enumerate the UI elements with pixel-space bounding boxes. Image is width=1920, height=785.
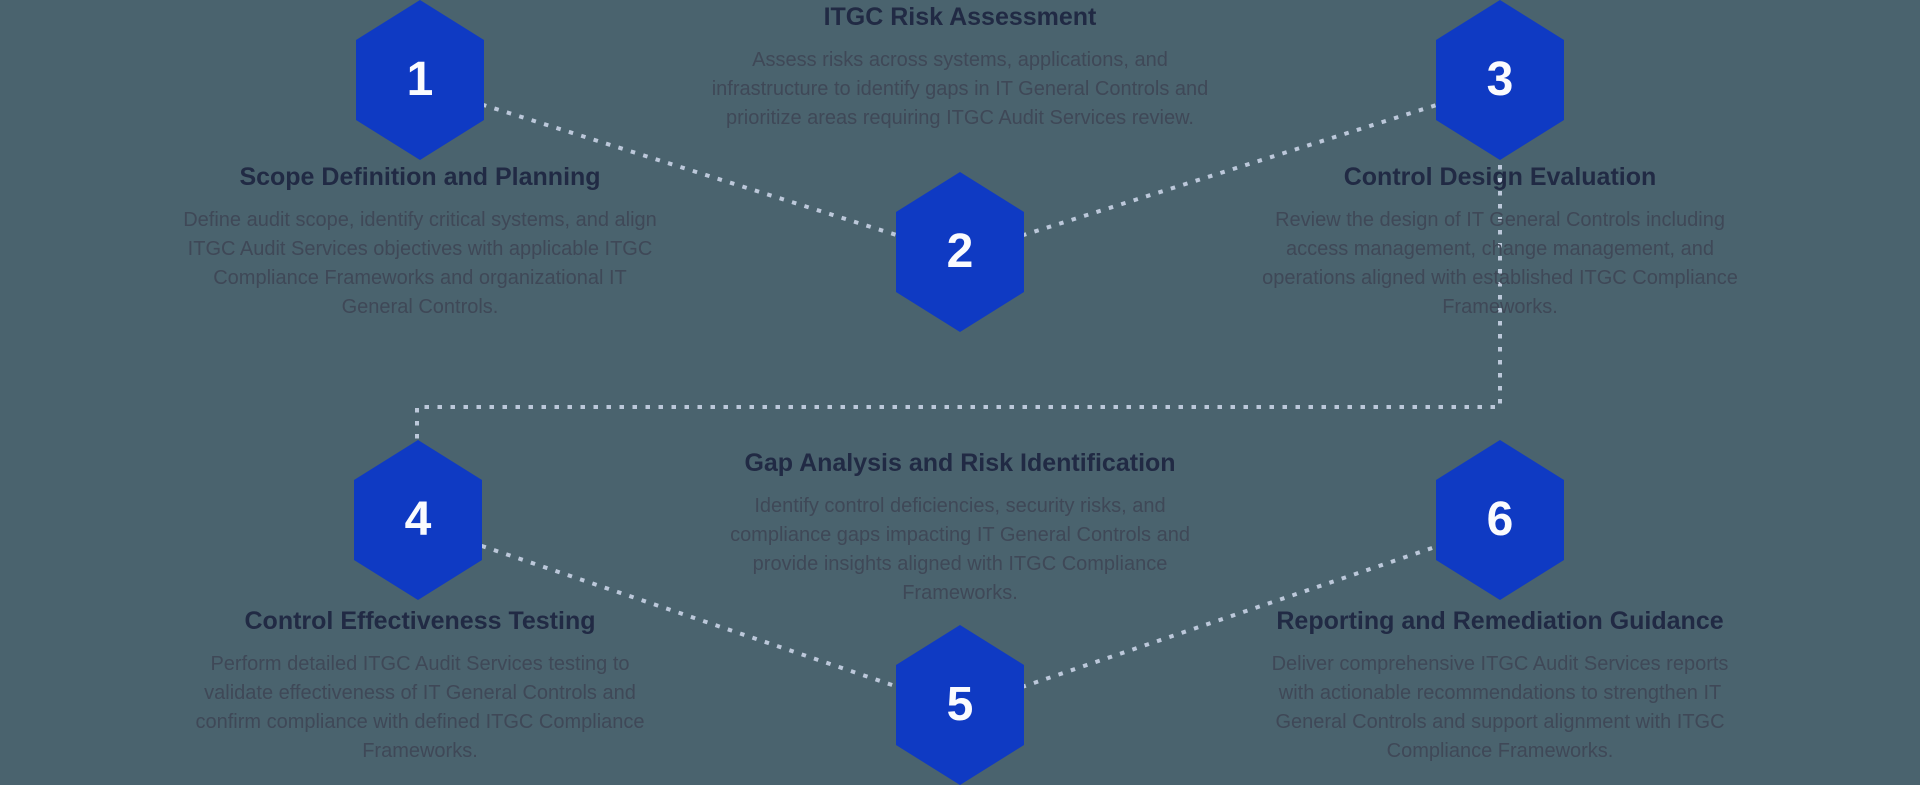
step-6-text-group: Reporting and Remediation Guidance Deliv… — [1252, 606, 1748, 766]
step-3-description: Review the design of IT General Controls… — [1262, 209, 1738, 319]
step-5-text-group: Gap Analysis and Risk Identification Ide… — [708, 448, 1212, 608]
step-2-text-group: ITGC Risk Assessment Assess risks across… — [710, 2, 1210, 133]
step-6-description: Deliver comprehensive ITGC Audit Service… — [1271, 653, 1729, 763]
step-4-number: 4 — [404, 493, 432, 546]
step-5-description: Identify control deficiencies, security … — [730, 495, 1190, 605]
step-6-title: Reporting and Remediation Guidance — [1276, 607, 1724, 635]
step-3-title: Control Design Evaluation — [1343, 163, 1657, 191]
connector-1-to-2 — [419, 83, 961, 257]
step-3-number: 3 — [1486, 53, 1514, 106]
connector-3-to-4 — [415, 165, 1502, 448]
step-3-text-group: Control Design Evaluation Review the des… — [1258, 162, 1742, 322]
step-5-hexagon: 5 — [896, 625, 1024, 785]
connector-5-to-6 — [959, 523, 1501, 710]
step-2-number: 2 — [946, 225, 974, 278]
itgc-process-diagram: { "theme": { "background": "#4A636E", "h… — [178, 0, 1748, 785]
step-4-text-group: Control Effectiveness Testing Perform de… — [178, 606, 662, 766]
step-6-hexagon: 6 — [1436, 440, 1564, 600]
step-5-number: 5 — [946, 678, 974, 731]
step-4-title: Control Effectiveness Testing — [244, 607, 596, 635]
connector-lines — [415, 83, 1502, 710]
step-1-text-group: Scope Definition and Planning Define aud… — [180, 162, 660, 322]
step-2-title: ITGC Risk Assessment — [823, 3, 1097, 31]
connector-2-to-3 — [959, 83, 1501, 257]
step-4-description: Perform detailed ITGC Audit Services tes… — [195, 653, 645, 763]
step-1-number: 1 — [406, 53, 434, 106]
step-1-hexagon: 1 — [356, 0, 484, 160]
step-2-description: Assess risks across systems, application… — [711, 49, 1209, 130]
step-6-number: 6 — [1486, 493, 1514, 546]
step-5-title: Gap Analysis and Risk Identification — [744, 449, 1176, 477]
step-3-hexagon: 3 — [1436, 0, 1564, 160]
step-1-description: Define audit scope, identify critical sy… — [183, 209, 657, 319]
step-1-title: Scope Definition and Planning — [239, 163, 601, 191]
connector-4-to-5 — [419, 523, 961, 710]
